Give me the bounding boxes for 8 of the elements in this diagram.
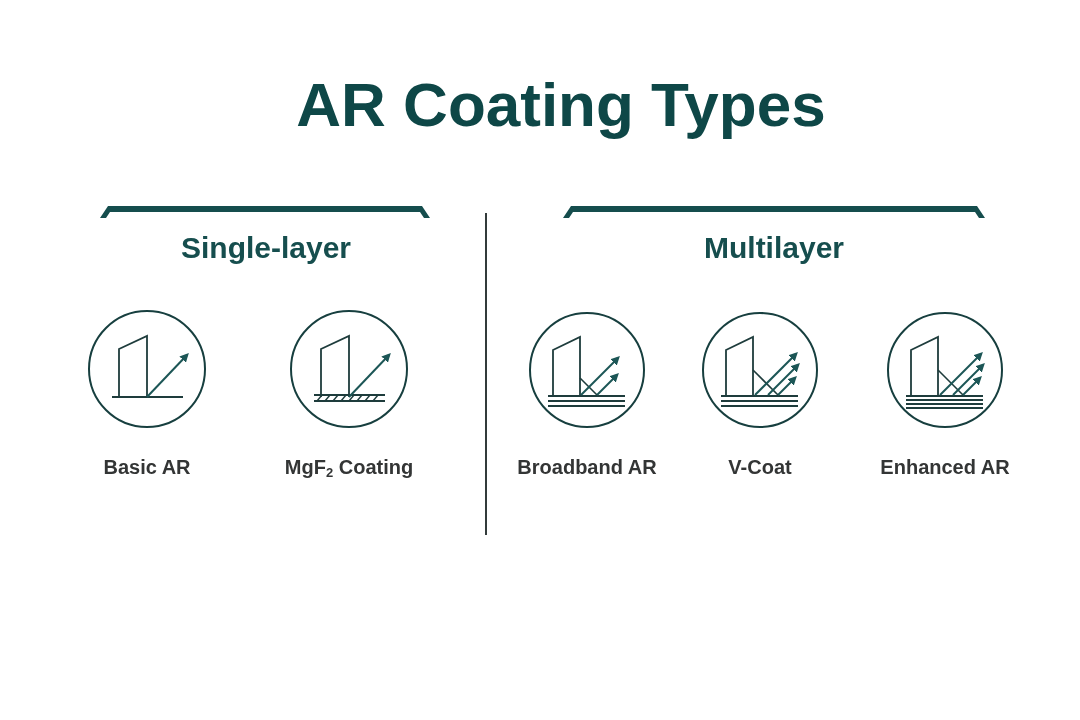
diagram-title: AR Coating Types	[296, 71, 826, 139]
group-heading: Single-layer	[180, 230, 352, 266]
coating-label: Broadband AR	[517, 455, 657, 479]
coating-label: V-Coat	[728, 455, 792, 479]
group-heading: Multilayer	[704, 230, 844, 266]
coating-label: MgF$_{2}$ Coating	[284, 455, 414, 479]
coating-label: Enhanced AR	[880, 455, 1010, 479]
coating-label: Basic AR	[103, 455, 191, 479]
